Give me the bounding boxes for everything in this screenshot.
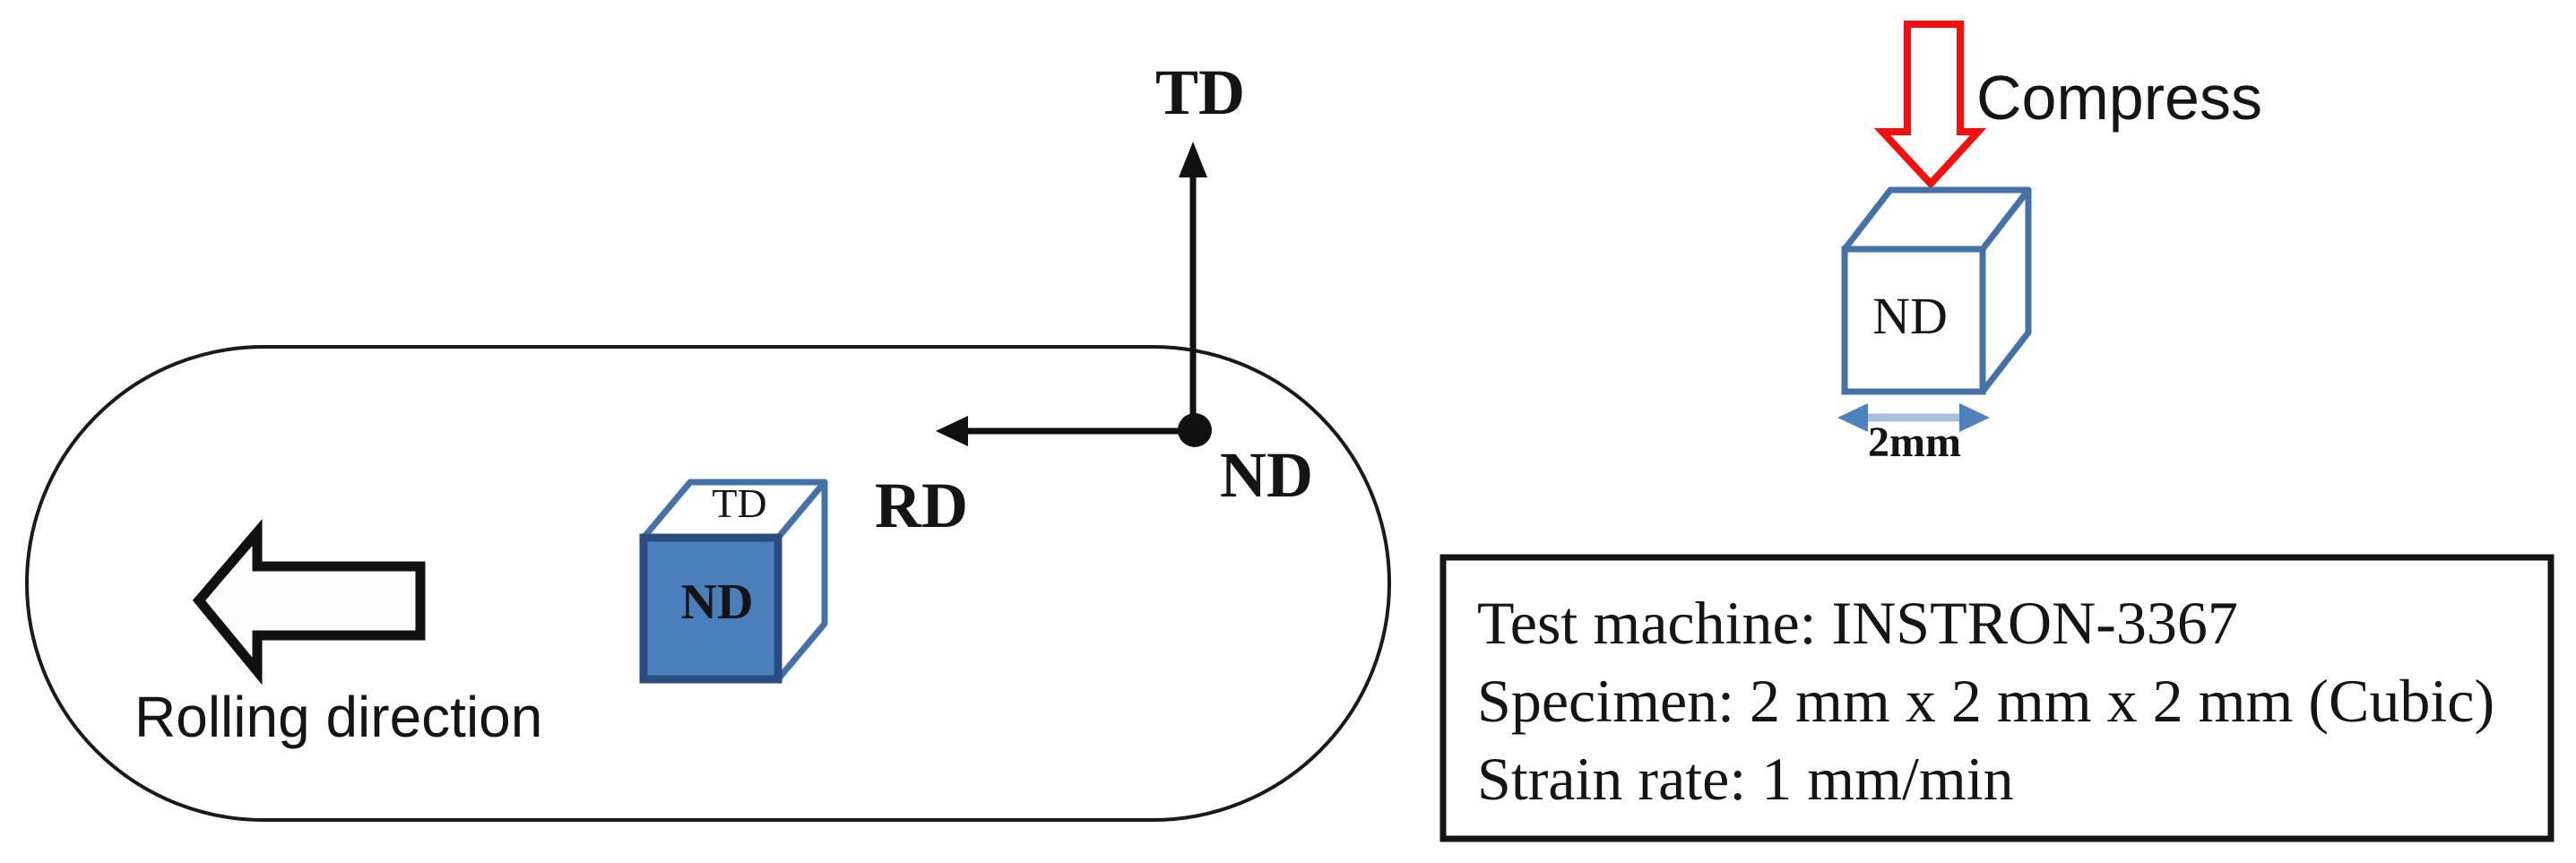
test-info-box-border [1439, 554, 2554, 842]
sheet-cube-front-face [639, 533, 782, 684]
sheet-cube-top-label: TD [712, 480, 766, 526]
dimension-left-arrowhead-icon [1837, 403, 1868, 432]
td-axis-arrowhead-icon [1179, 142, 1207, 177]
test-machine-line: Test machine: INSTRON-3367 [1477, 589, 2238, 657]
specimen-line: Specimen: 2 mm x 2 mm x 2 mm (Cubic) [1477, 667, 2494, 735]
rd-axis-arrowhead-icon [936, 416, 968, 446]
td-axis-label: TD [1155, 56, 1245, 128]
coordinate-axes: TD RD ND [875, 56, 1313, 541]
compress-label: Compress [1976, 63, 2262, 133]
specimen-cube-front-face [1841, 246, 1986, 395]
sheet-cube-front-label: ND [681, 574, 754, 630]
test-info-box: Test machine: INSTRON-3367 Specimen: 2 m… [1439, 554, 2554, 842]
dimension-label: 2mm [1868, 419, 1961, 466]
dimension-indicator: 2mm [1837, 403, 1990, 466]
dimension-right-arrowhead-icon [1959, 403, 1990, 432]
strain-rate-line: Strain rate: 1 mm/min [1477, 745, 2014, 813]
rd-axis-label: RD [875, 470, 968, 541]
rolling-direction-label: Rolling direction [134, 685, 542, 749]
rolling-direction-arrow [192, 519, 426, 686]
sheet-cube: TD ND [639, 479, 828, 684]
compression-sketch: Compress ND 2mm [1837, 21, 2262, 466]
nd-origin-dot [1178, 413, 1212, 447]
compress-arrow [1873, 21, 1987, 189]
rolled-sheet: Rolling direction TD ND [25, 345, 1391, 822]
specimen-cube: ND [1841, 186, 2032, 395]
nd-axis-label: ND [1220, 439, 1313, 511]
specimen-cube-front-label: ND [1872, 287, 1948, 345]
